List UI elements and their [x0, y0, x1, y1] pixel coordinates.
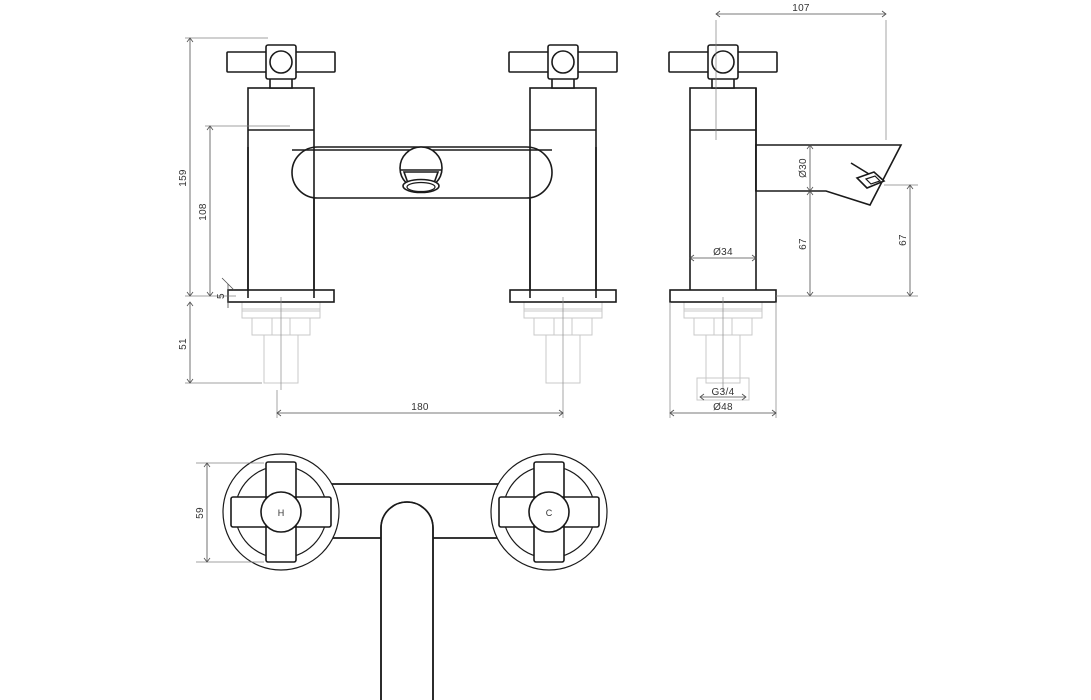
dim-label-59: 59	[195, 507, 206, 519]
front-elevation-view: 159 108 5 51	[178, 37, 618, 418]
dim-front-180: 180	[276, 390, 564, 418]
dim-front-5: 5	[216, 277, 235, 308]
dim-plan-59: 59	[195, 462, 264, 563]
dim-label-thread: G3/4	[712, 387, 735, 398]
dim-label-67-outlet: 67	[898, 234, 909, 246]
dim-label-108: 108	[198, 203, 209, 221]
dim-side-dia30: Ø30	[798, 144, 814, 192]
side-spout-arm	[755, 144, 903, 206]
dim-label-dia30: Ø30	[798, 158, 809, 178]
plan-cold-label: C	[546, 508, 553, 518]
plan-spout	[380, 501, 434, 700]
side-cross-handle	[668, 44, 778, 80]
dim-side-thread: G3/4	[696, 377, 750, 401]
dim-label-107: 107	[792, 3, 810, 14]
side-valve-body	[669, 73, 777, 303]
plan-hot-label: H	[278, 508, 285, 518]
plan-view: H C 59	[195, 453, 608, 700]
dim-side-dia34: Ø34	[689, 247, 757, 262]
dim-label-5: 5	[216, 293, 227, 299]
side-nozzle-outlet	[850, 162, 886, 189]
dim-label-dia34: Ø34	[713, 247, 733, 258]
dim-label-dia48: Ø48	[713, 402, 733, 413]
dim-side-67-spout: 67	[798, 190, 814, 297]
dim-side-dia48: Ø48	[669, 302, 777, 418]
dim-label-67-spout: 67	[798, 238, 809, 250]
front-right-cross-handle	[508, 44, 618, 80]
front-column-overlap-right	[529, 147, 597, 298]
dim-front-159: 159	[178, 37, 268, 297]
dim-side-107: 107	[715, 3, 887, 140]
dim-label-180: 180	[411, 402, 429, 413]
dim-front-51: 51	[178, 301, 262, 384]
side-elevation-view: 107 Ø30 Ø34 67	[668, 3, 918, 418]
front-column-overlap-left	[247, 147, 315, 298]
dim-front-108: 108	[198, 125, 290, 297]
dim-label-159: 159	[178, 169, 189, 187]
dim-label-51: 51	[178, 338, 189, 350]
front-spout-outlet	[399, 146, 443, 194]
front-left-cross-handle	[226, 44, 336, 80]
plan-cold-handle: C	[490, 453, 608, 571]
plan-hot-handle: H	[222, 453, 340, 571]
dim-side-67-outlet: 67	[776, 184, 918, 297]
